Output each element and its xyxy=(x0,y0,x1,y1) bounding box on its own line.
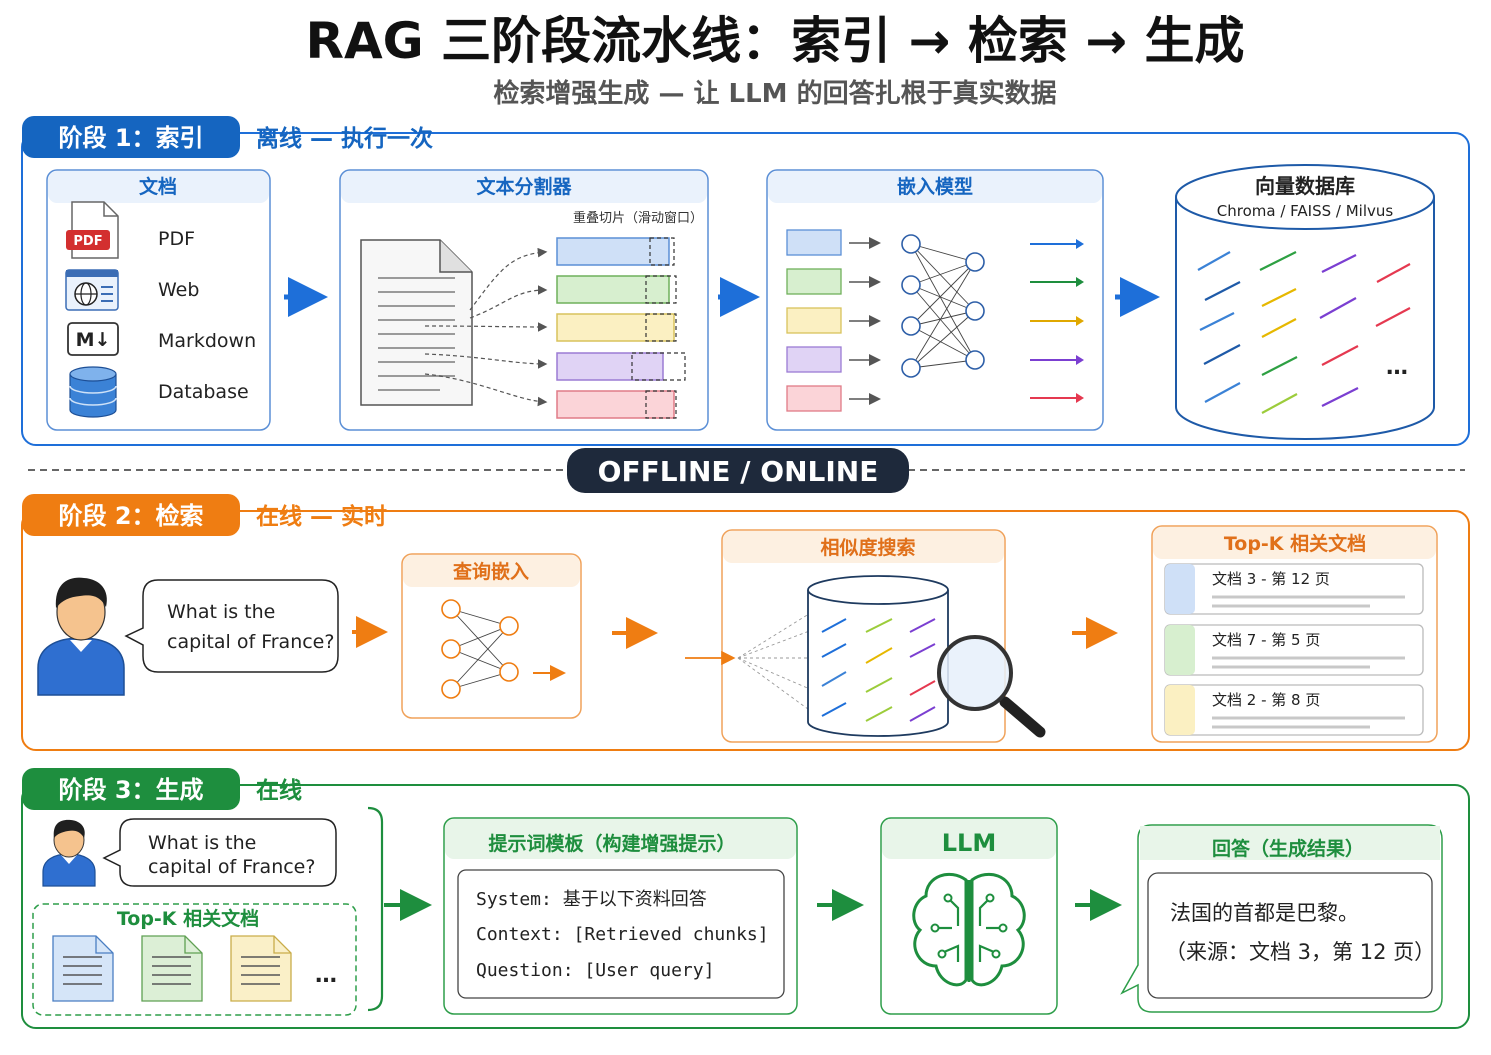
doc-icon-green xyxy=(141,935,203,1002)
retrieved-docs-more: … xyxy=(315,963,337,988)
prompt-line-context: Context: [Retrieved chunks] xyxy=(476,924,769,945)
chunk-purple xyxy=(556,352,664,381)
page-title: RAG 三阶段流水线：索引 → 检索 → 生成 xyxy=(305,12,1244,70)
prompt-title: 提示词模板（构建增强提示） xyxy=(488,832,735,855)
answer-line-2: （来源：文档 3，第 12 页） xyxy=(1165,940,1435,964)
text-splitter-box: 文本分割器 重叠切片（滑动窗口） xyxy=(339,169,709,431)
topk-result-1-label: 文档 3 - 第 12 页 xyxy=(1212,570,1330,588)
vectordb-more: … xyxy=(1386,355,1408,380)
stage-2-note: 在线 — 实时 xyxy=(256,503,387,530)
stage-1-indexing: 阶段 1：索引 离线 — 执行一次 文档 PDF PDF xyxy=(21,116,1470,446)
documents-box: 文档 PDF PDF Web M↓ xyxy=(46,169,271,431)
topk-result-2-label: 文档 7 - 第 5 页 xyxy=(1212,631,1320,649)
similarity-search-box: 相似度搜索 xyxy=(685,529,1046,743)
answer-line-1: 法国的首都是巴黎。 xyxy=(1170,901,1359,925)
doc-icon-yellow xyxy=(230,935,292,1002)
stage-2-retrieval: 阶段 2：检索 在线 — 实时 What is the capital of F… xyxy=(21,494,1470,751)
splitter-title: 文本分割器 xyxy=(476,175,572,198)
stored-vectors xyxy=(1197,251,1411,414)
llm-title: LLM xyxy=(942,829,996,857)
query-network-icon xyxy=(441,599,566,699)
markdown-glyph: M↓ xyxy=(76,329,111,351)
markdown-icon: M↓ xyxy=(67,322,119,356)
doc-icon-blue xyxy=(52,935,114,1002)
prompt-line-system: System: 基于以下资料回答 xyxy=(476,889,707,910)
stage-3-generation: 阶段 3：生成 在线 What is the capital of France… xyxy=(21,768,1470,1029)
user-avatar-icon xyxy=(37,577,125,696)
database-icon xyxy=(69,366,117,418)
divider-badge xyxy=(567,448,909,493)
stage-2-badge xyxy=(22,494,240,536)
answer-box: 回答（生成结果） 法国的首都是巴黎。 （来源：文档 3，第 12 页） xyxy=(1120,824,1443,1013)
query-line-2: capital of France? xyxy=(167,631,334,653)
search-rays xyxy=(737,611,813,713)
doc-type-markdown: Markdown xyxy=(158,330,256,352)
neural-network-icon xyxy=(901,234,985,378)
stage-1-badge xyxy=(22,116,240,158)
topk-result-3: 文档 2 - 第 8 页 xyxy=(1164,684,1424,736)
page-subtitle: 检索增强生成 — 让 LLM 的回答扎根于真实数据 xyxy=(493,78,1056,109)
topk-result-3-label: 文档 2 - 第 8 页 xyxy=(1212,691,1320,709)
pdf-tag: PDF xyxy=(73,234,102,249)
stage-1-badge-label: 阶段 1：索引 xyxy=(58,124,203,152)
chunk-red xyxy=(556,390,675,419)
chunk-yellow xyxy=(556,313,675,342)
chunk-green xyxy=(556,275,670,304)
topk-title: Top-K 相关文档 xyxy=(1224,532,1366,555)
retrieved-docs-group: Top-K 相关文档 … xyxy=(32,903,357,1016)
doc-type-pdf: PDF xyxy=(158,228,195,250)
vectordb-subtitle: Chroma / FAISS / Milvus xyxy=(1217,202,1394,220)
vectordb-title: 向量数据库 xyxy=(1255,174,1355,198)
topk-result-2: 文档 7 - 第 5 页 xyxy=(1164,624,1424,676)
stage-3-query-line-1: What is the xyxy=(148,832,256,854)
stage-3-query-line-2: capital of France? xyxy=(148,856,315,878)
doc-type-web: Web xyxy=(158,279,199,301)
pdf-file-icon: PDF xyxy=(66,201,119,259)
embed-output-vectors xyxy=(1030,239,1084,403)
stage-3-badge xyxy=(22,768,240,810)
stage-3-note: 在线 xyxy=(256,777,302,804)
query-embedding-box: 查询嵌入 xyxy=(401,553,582,719)
merge-bracket xyxy=(367,806,384,1012)
query-speech-bubble: What is the capital of France? xyxy=(124,579,339,673)
query-speech-bubble-small: What is the capital of France? xyxy=(102,818,337,887)
embedding-model-box: 嵌入模型 xyxy=(766,169,1104,431)
retrieved-docs-label: Top-K 相关文档 xyxy=(117,907,259,930)
embed-title: 嵌入模型 xyxy=(897,175,973,198)
prompt-line-question: Question: [User query] xyxy=(476,960,714,981)
chunk-connectors xyxy=(424,247,548,407)
prompt-template-box: 提示词模板（构建增强提示） System: 基于以下资料回答 Context: … xyxy=(443,817,798,1015)
vector-database-cylinder: 向量数据库 Chroma / FAISS / Milvus xyxy=(1175,164,1435,440)
embed-input-chunks xyxy=(786,229,842,412)
user-avatar-small-icon xyxy=(42,819,96,887)
llm-box: LLM xyxy=(880,817,1058,1015)
search-db-cylinder xyxy=(807,575,949,737)
query-embed-title: 查询嵌入 xyxy=(452,560,529,583)
stage-1-note: 离线 — 执行一次 xyxy=(256,125,433,152)
embed-input-arrows xyxy=(849,237,881,405)
source-document-icon xyxy=(360,239,473,406)
answer-title: 回答（生成结果） xyxy=(1212,837,1364,860)
similarity-title: 相似度搜索 xyxy=(820,536,915,559)
stage-3-badge-label: 阶段 3：生成 xyxy=(58,776,203,804)
doc-type-database: Database xyxy=(158,381,249,403)
query-line-1: What is the xyxy=(167,601,275,623)
magnifier-icon xyxy=(937,635,1046,738)
divider-label: OFFLINE / ONLINE xyxy=(598,455,879,488)
overlapping-chunks xyxy=(556,237,686,419)
brain-circuit-icon xyxy=(912,872,1026,987)
web-icon xyxy=(65,269,119,311)
chunk-blue xyxy=(556,237,670,266)
offline-online-divider: OFFLINE / ONLINE xyxy=(28,448,1465,493)
splitter-note: 重叠切片（滑动窗口） xyxy=(573,210,703,226)
topk-documents-box: Top-K 相关文档 文档 3 - 第 12 页 文档 7 - 第 5 页 文档… xyxy=(1151,525,1438,743)
topk-result-1: 文档 3 - 第 12 页 xyxy=(1164,563,1424,615)
documents-title: 文档 xyxy=(139,175,177,198)
stage-2-badge-label: 阶段 2：检索 xyxy=(58,502,203,530)
